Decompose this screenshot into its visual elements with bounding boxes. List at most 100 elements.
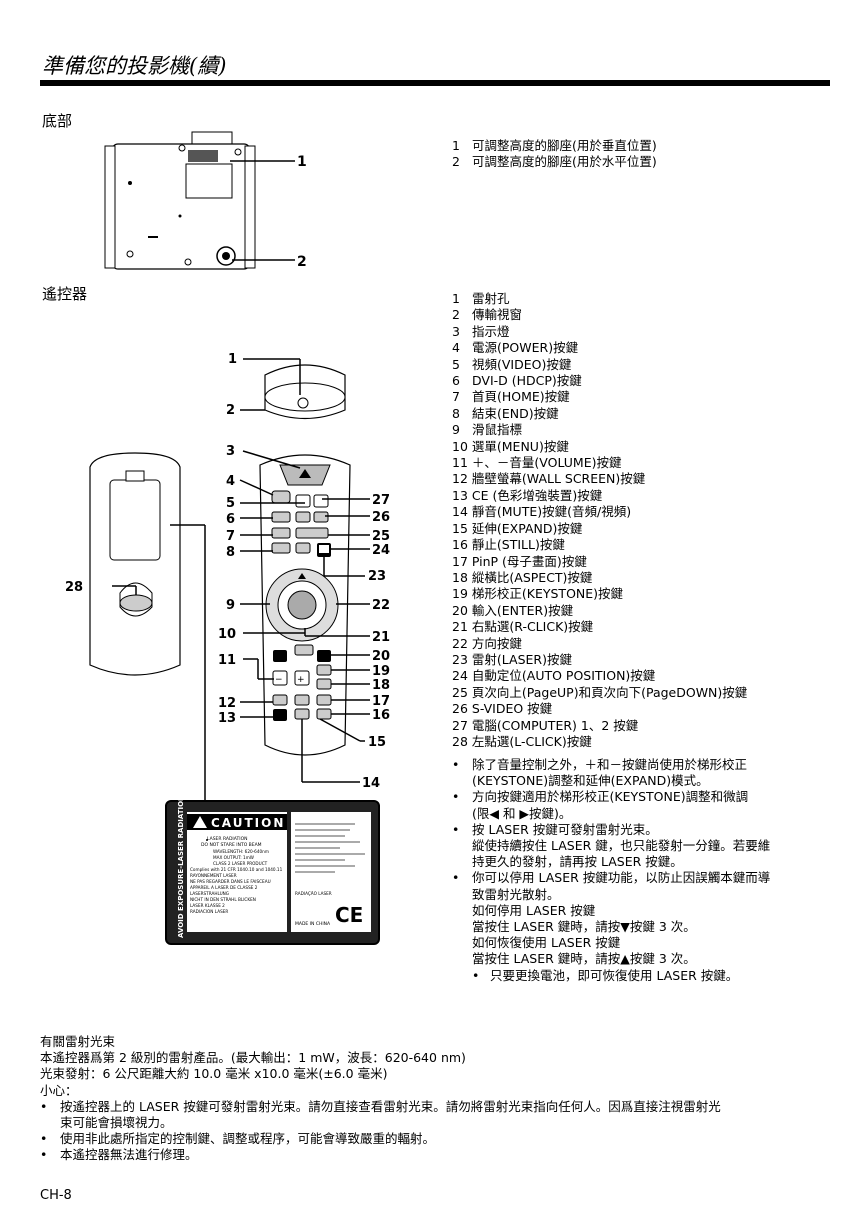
list-item: 18 縱橫比(ASPECT)按鍵 xyxy=(452,569,593,585)
svg-text:APPAREIL A LASER DE CLASSE 2: APPAREIL A LASER DE CLASSE 2 xyxy=(190,885,258,890)
callout-5: 5 xyxy=(226,496,235,511)
svg-text:RAYONNEMENT LASER: RAYONNEMENT LASER xyxy=(190,873,237,878)
callout-10: 10 xyxy=(218,627,236,642)
bullet-item: • 使用非此處所指定的控制鍵、調整或程序，可能會導致嚴重的輻射。 xyxy=(40,1131,436,1147)
list-item: 13 CE (色彩增強裝置)按鍵 xyxy=(452,487,603,503)
callout-15: 15 xyxy=(368,735,386,750)
header-rule xyxy=(40,80,830,86)
svg-text:NE PAS REGARDER DANS LE FAISCE: NE PAS REGARDER DANS LE FAISCEAU xyxy=(190,879,271,884)
list-item: 27 電腦(COMPUTER) 1、2 按鍵 xyxy=(452,717,639,733)
callout-22: 22 xyxy=(372,598,390,613)
list-item: 12 牆壁螢幕(WALL SCREEN)按鍵 xyxy=(452,471,646,487)
callout-7: 7 xyxy=(226,529,235,544)
callout-6: 6 xyxy=(226,512,235,527)
callout-16: 16 xyxy=(372,708,390,723)
bottom-callout-1: 1 xyxy=(297,154,307,170)
list-item: 11 ＋、－音量(VOLUME)按鍵 xyxy=(452,455,622,471)
list-item: 28 左點選(L-CLICK)按鍵 xyxy=(452,733,592,749)
svg-text:−: − xyxy=(275,675,283,685)
list-item: 24 自動定位(AUTO POSITION)按鍵 xyxy=(452,668,656,684)
bullet-item: • 除了音量控制之外，＋和－按鍵尚使用於梯形校正 (KEYSTONE)調整和延伸… xyxy=(452,757,748,789)
list-item: 26 S-VIDEO 按鍵 xyxy=(452,701,553,717)
svg-text:DO NOT STARE INTO BEAM: DO NOT STARE INTO BEAM xyxy=(201,842,262,848)
callout-3: 3 xyxy=(226,444,235,459)
made-in: MADE IN CHINA xyxy=(295,921,331,927)
bullet-item: • 按 LASER 按鍵可發射雷射光束。 縱使持續按住 LASER 鍵，也只能發… xyxy=(452,821,771,870)
callout-14: 14 xyxy=(362,776,380,791)
list-item: 21 右點選(R-CLICK)按鍵 xyxy=(452,619,594,635)
callout-25: 25 xyxy=(372,529,390,544)
callout-11: 11 xyxy=(218,653,236,668)
remote-control-illustration: − + xyxy=(65,352,390,800)
list-item: 22 方向按鍵 xyxy=(452,635,522,651)
bullet-item: • 本遙控器無法進行修理。 xyxy=(40,1147,198,1163)
laser-info-heading: 有關雷射光束 xyxy=(40,1034,116,1049)
list-item: 10 選單(MENU)按鍵 xyxy=(452,438,569,454)
callout-19: 19 xyxy=(372,664,390,679)
svg-text:NICHT IN DEN STRAHL BLICKEN: NICHT IN DEN STRAHL BLICKEN xyxy=(190,897,256,902)
svg-text:LASER KLASSE 2: LASER KLASSE 2 xyxy=(190,903,225,908)
list-item: 14 靜音(MUTE)按鍵(音頻/視頻) xyxy=(452,504,632,520)
bullet-item: • 你可以停用 LASER 按鍵功能，以防止因誤觸本鍵而導 致雷射光散射。 如何… xyxy=(452,870,771,967)
remote-heading: 遙控器 xyxy=(42,285,88,303)
bottom-heading: 底部 xyxy=(42,112,73,130)
list-item: 17 PinP (母子畫面)按鍵 xyxy=(452,553,587,569)
callout-13: 13 xyxy=(218,711,236,726)
callout-24: 24 xyxy=(372,543,390,558)
page-number: CH-8 xyxy=(40,1188,72,1203)
caution-text: CAUTION xyxy=(211,816,285,830)
sub-bullet-item: •只要更換電池，即可恢復使用 LASER 按鍵。 xyxy=(472,967,739,983)
list-item: 16 靜止(STILL)按鍵 xyxy=(452,537,565,553)
svg-text:MAX OUTPUT: 1mW: MAX OUTPUT: 1mW xyxy=(213,855,254,860)
callout-20: 20 xyxy=(372,649,390,664)
callout-28: 28 xyxy=(65,580,83,595)
ce-mark: CE xyxy=(335,903,363,927)
callout-27: 27 xyxy=(372,493,390,508)
svg-text:CLASS 2 LASER PRODUCT: CLASS 2 LASER PRODUCT xyxy=(213,861,268,866)
callout-4: 4 xyxy=(226,474,235,489)
laser-info: 有關雷射光束 本遙控器爲第 2 級別的雷射產品。(最大輸出：1 mW，波長：62… xyxy=(40,1034,840,1164)
callout-8: 8 xyxy=(226,545,235,560)
label-side-text: AVOID EXPOSURE-LASER RADIATION IS EMITTE… xyxy=(177,800,185,938)
callout-1: 1 xyxy=(228,352,237,367)
svg-text:LASERSTRAHLUNG: LASERSTRAHLUNG xyxy=(190,891,229,896)
list-item: 20 輸入(ENTER)按鍵 xyxy=(452,602,574,618)
callout-12: 12 xyxy=(218,696,236,711)
svg-text:LASER RADIATION: LASER RADIATION xyxy=(207,836,247,842)
svg-text:WAVELENGTH: 620-640nm: WAVELENGTH: 620-640nm xyxy=(213,849,269,854)
projector-bottom-illustration: 1 2 xyxy=(104,131,307,270)
callout-23: 23 xyxy=(368,569,386,584)
svg-text:+: + xyxy=(297,675,305,685)
bottom-callout-2: 2 xyxy=(297,254,307,270)
laser-warning-label: CAUTION AVOID EXPOSURE-LASER RADIATION I… xyxy=(165,800,380,945)
list-item: 15 延伸(EXPAND)按鍵 xyxy=(452,520,583,536)
list-item: 25 頁次向上(PageUP)和頁次向下(PageDOWN)按鍵 xyxy=(452,684,748,700)
svg-text:RADIACION LASER: RADIACION LASER xyxy=(190,909,228,914)
bullet-item: • 方向按鍵適用於梯形校正(KEYSTONE)調整和微調 (限◀ 和 ▶按鍵)。 xyxy=(452,789,749,821)
svg-text:RADIAÇÃO LASER: RADIAÇÃO LASER xyxy=(295,891,332,896)
callout-9: 9 xyxy=(226,598,235,613)
list-item: 19 梯形校正(KEYSTONE)按鍵 xyxy=(452,586,624,602)
callout-21: 21 xyxy=(372,630,390,645)
callout-2: 2 xyxy=(226,403,235,418)
list-item: 23 雷射(LASER)按鍵 xyxy=(452,651,572,667)
callout-17: 17 xyxy=(372,694,390,709)
bullet-item: • 按遙控器上的 LASER 按鍵可發射雷射光束。請勿直接查看雷射光束。請勿將雷… xyxy=(40,1098,721,1131)
remote-bullets: • 除了音量控制之外，＋和－按鍵尚使用於梯形校正 (KEYSTONE)調整和延伸… xyxy=(452,757,832,984)
svg-text:Complies with 21 CFR 1040.10 a: Complies with 21 CFR 1040.10 and 1040.11 xyxy=(190,867,283,872)
callout-18: 18 xyxy=(372,678,390,693)
callout-26: 26 xyxy=(372,510,390,525)
